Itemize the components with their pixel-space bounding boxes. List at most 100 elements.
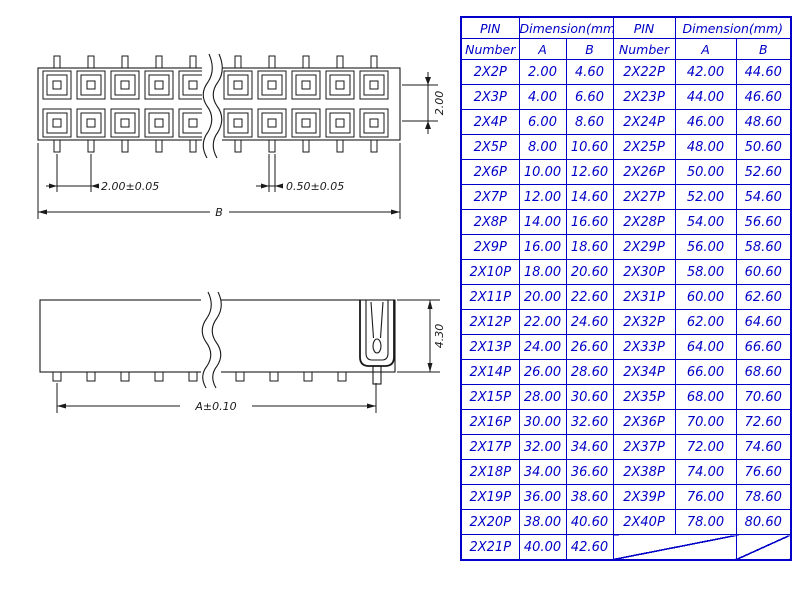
dim-row-pitch bbox=[402, 72, 438, 134]
dim-a-cell: 20.00 bbox=[518, 284, 567, 310]
dim-b-cell: 28.60 bbox=[565, 359, 614, 385]
dim-label-pin-size: 0.50±0.05 bbox=[286, 180, 344, 193]
pin-header-line1: PIN bbox=[460, 16, 520, 39]
pin-number-cell: 2X6P bbox=[460, 159, 520, 185]
dim-a-cell: 14.00 bbox=[518, 209, 567, 235]
pin-number-cell: 2X37P bbox=[612, 434, 676, 460]
socket-section-detail bbox=[359, 300, 395, 385]
dim-a-cell: 2.00 bbox=[518, 59, 567, 85]
dim-b-cell: 66.60 bbox=[735, 334, 792, 360]
break-line bbox=[202, 53, 213, 159]
dim-b-cell: 58.60 bbox=[735, 234, 792, 260]
dim-b-cell: 72.60 bbox=[735, 409, 792, 435]
dim-b-cell: 32.60 bbox=[565, 409, 614, 435]
dim-a-cell: 30.00 bbox=[518, 409, 567, 435]
pin-number-cell: 2X10P bbox=[460, 259, 520, 285]
col-a-header: A bbox=[674, 38, 737, 60]
dim-label-pin-pitch: 2.00±0.05 bbox=[101, 180, 159, 193]
pin-number-cell: 2X20P bbox=[460, 509, 520, 535]
pin-number-cell: 2X26P bbox=[612, 159, 676, 185]
dim-a-cell: 46.00 bbox=[674, 109, 737, 135]
dim-overall-width bbox=[37, 143, 401, 219]
dim-b-cell: 26.60 bbox=[565, 334, 614, 360]
top-view bbox=[37, 50, 438, 219]
pin-number-cell: 2X31P bbox=[612, 284, 676, 310]
empty-diagonal-cell bbox=[735, 534, 792, 561]
dim-b-cell: 54.60 bbox=[735, 184, 792, 210]
dim-label-length: A±0.10 bbox=[194, 400, 236, 413]
dim-a-cell: 22.00 bbox=[518, 309, 567, 335]
dim-b-cell: 78.60 bbox=[735, 484, 792, 510]
pin-number-cell: 2X28P bbox=[612, 209, 676, 235]
dim-a-cell: 64.00 bbox=[674, 334, 737, 360]
dim-b-cell: 8.60 bbox=[565, 109, 614, 135]
pin-number-cell: 2X2P bbox=[460, 59, 520, 85]
header-row-2: Number A B Number A B bbox=[460, 38, 792, 60]
dim-b-cell: 52.60 bbox=[735, 159, 792, 185]
dim-a-cell: 48.00 bbox=[674, 134, 737, 160]
dim-b-cell: 30.60 bbox=[565, 384, 614, 410]
pin-number-cell: 2X21P bbox=[460, 534, 520, 561]
header-row-1: PIN Dimension(mm) PIN Dimension(mm) bbox=[460, 16, 792, 39]
dim-a-cell: 44.00 bbox=[674, 84, 737, 110]
pin-number-cell: 2X16P bbox=[460, 409, 520, 435]
dim-a-cell: 58.00 bbox=[674, 259, 737, 285]
break-line bbox=[201, 291, 212, 389]
dim-b-cell: 62.60 bbox=[735, 284, 792, 310]
table-header: PIN Dimension(mm) PIN Dimension(mm) Numb… bbox=[460, 16, 792, 60]
dim-b-cell: 4.60 bbox=[565, 59, 614, 85]
dim-label-row-pitch: 2.00 bbox=[433, 91, 446, 116]
dim-a-cell: 68.00 bbox=[674, 384, 737, 410]
dim-b-cell: 44.60 bbox=[735, 59, 792, 85]
dim-b-cell: 18.60 bbox=[565, 234, 614, 260]
dim-b-cell: 20.60 bbox=[565, 259, 614, 285]
pin-number-cell: 2X19P bbox=[460, 484, 520, 510]
dim-b-cell: 76.60 bbox=[735, 459, 792, 485]
dim-a-cell: 24.00 bbox=[518, 334, 567, 360]
dim-b-cell: 12.60 bbox=[565, 159, 614, 185]
pin-header-line1: PIN bbox=[612, 16, 676, 39]
pin-number-cell: 2X23P bbox=[612, 84, 676, 110]
pin-number-cell: 2X35P bbox=[612, 384, 676, 410]
dim-a-cell: 78.00 bbox=[674, 509, 737, 535]
dim-height bbox=[397, 299, 440, 373]
dim-b-cell: 40.60 bbox=[565, 509, 614, 535]
dim-b-cell: 46.60 bbox=[735, 84, 792, 110]
dim-a-cell: 6.00 bbox=[518, 109, 567, 135]
break-line bbox=[212, 53, 223, 159]
pin-number-cell: 2X29P bbox=[612, 234, 676, 260]
pin-array bbox=[42, 55, 389, 153]
pin-number-cell: 2X4P bbox=[460, 109, 520, 135]
dim-b-cell: 34.60 bbox=[565, 434, 614, 460]
pin-number-cell: 2X40P bbox=[612, 509, 676, 535]
dim-b-cell: 60.60 bbox=[735, 259, 792, 285]
pin-number-cell: 2X15P bbox=[460, 384, 520, 410]
dim-a-cell: 12.00 bbox=[518, 184, 567, 210]
dim-b-cell: 48.60 bbox=[735, 109, 792, 135]
dim-a-cell: 50.00 bbox=[674, 159, 737, 185]
dim-a-cell: 72.00 bbox=[674, 434, 737, 460]
pin-number-cell: 2X11P bbox=[460, 284, 520, 310]
pin-number-cell: 2X24P bbox=[612, 109, 676, 135]
dim-a-cell: 26.00 bbox=[518, 359, 567, 385]
dim-b-cell: 50.60 bbox=[735, 134, 792, 160]
dim-b-cell: 74.60 bbox=[735, 434, 792, 460]
dim-a-cell: 52.00 bbox=[674, 184, 737, 210]
pin-number-cell: 2X14P bbox=[460, 359, 520, 385]
pin-number-cell: 2X3P bbox=[460, 84, 520, 110]
pin-number-cell: 2X12P bbox=[460, 309, 520, 335]
dim-b-cell: 24.60 bbox=[565, 309, 614, 335]
dim-a-cell: 40.00 bbox=[518, 534, 567, 561]
pin-number-cell: 2X22P bbox=[612, 59, 676, 85]
dim-b-cell: 64.60 bbox=[735, 309, 792, 335]
